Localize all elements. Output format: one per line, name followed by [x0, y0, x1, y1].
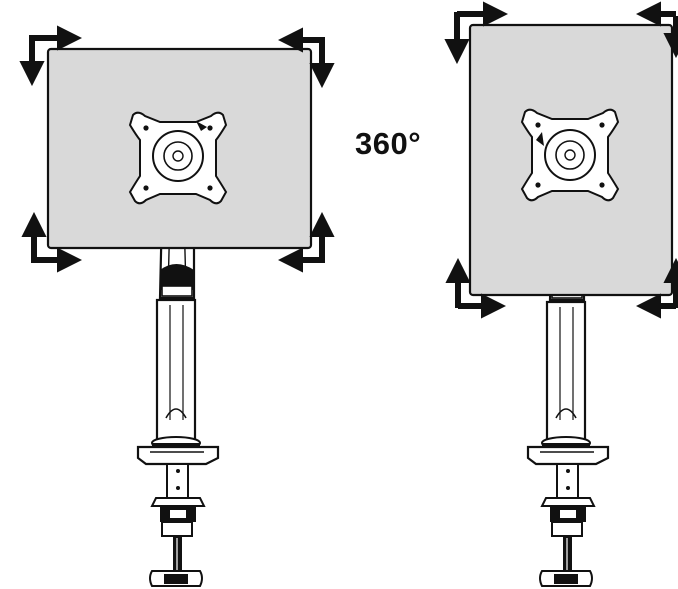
pole [155, 298, 197, 447]
vesa-plate [128, 111, 228, 205]
vesa-plate [520, 108, 620, 202]
rotation-degree-label: 360° [355, 126, 422, 161]
landscape-view [19, 25, 335, 587]
rotation-arrows [444, 1, 678, 319]
portrait-view [444, 1, 678, 587]
rotation-arrows [19, 25, 335, 273]
desk-clamp [526, 436, 610, 587]
pole [545, 300, 587, 447]
desk-clamp [136, 436, 220, 587]
